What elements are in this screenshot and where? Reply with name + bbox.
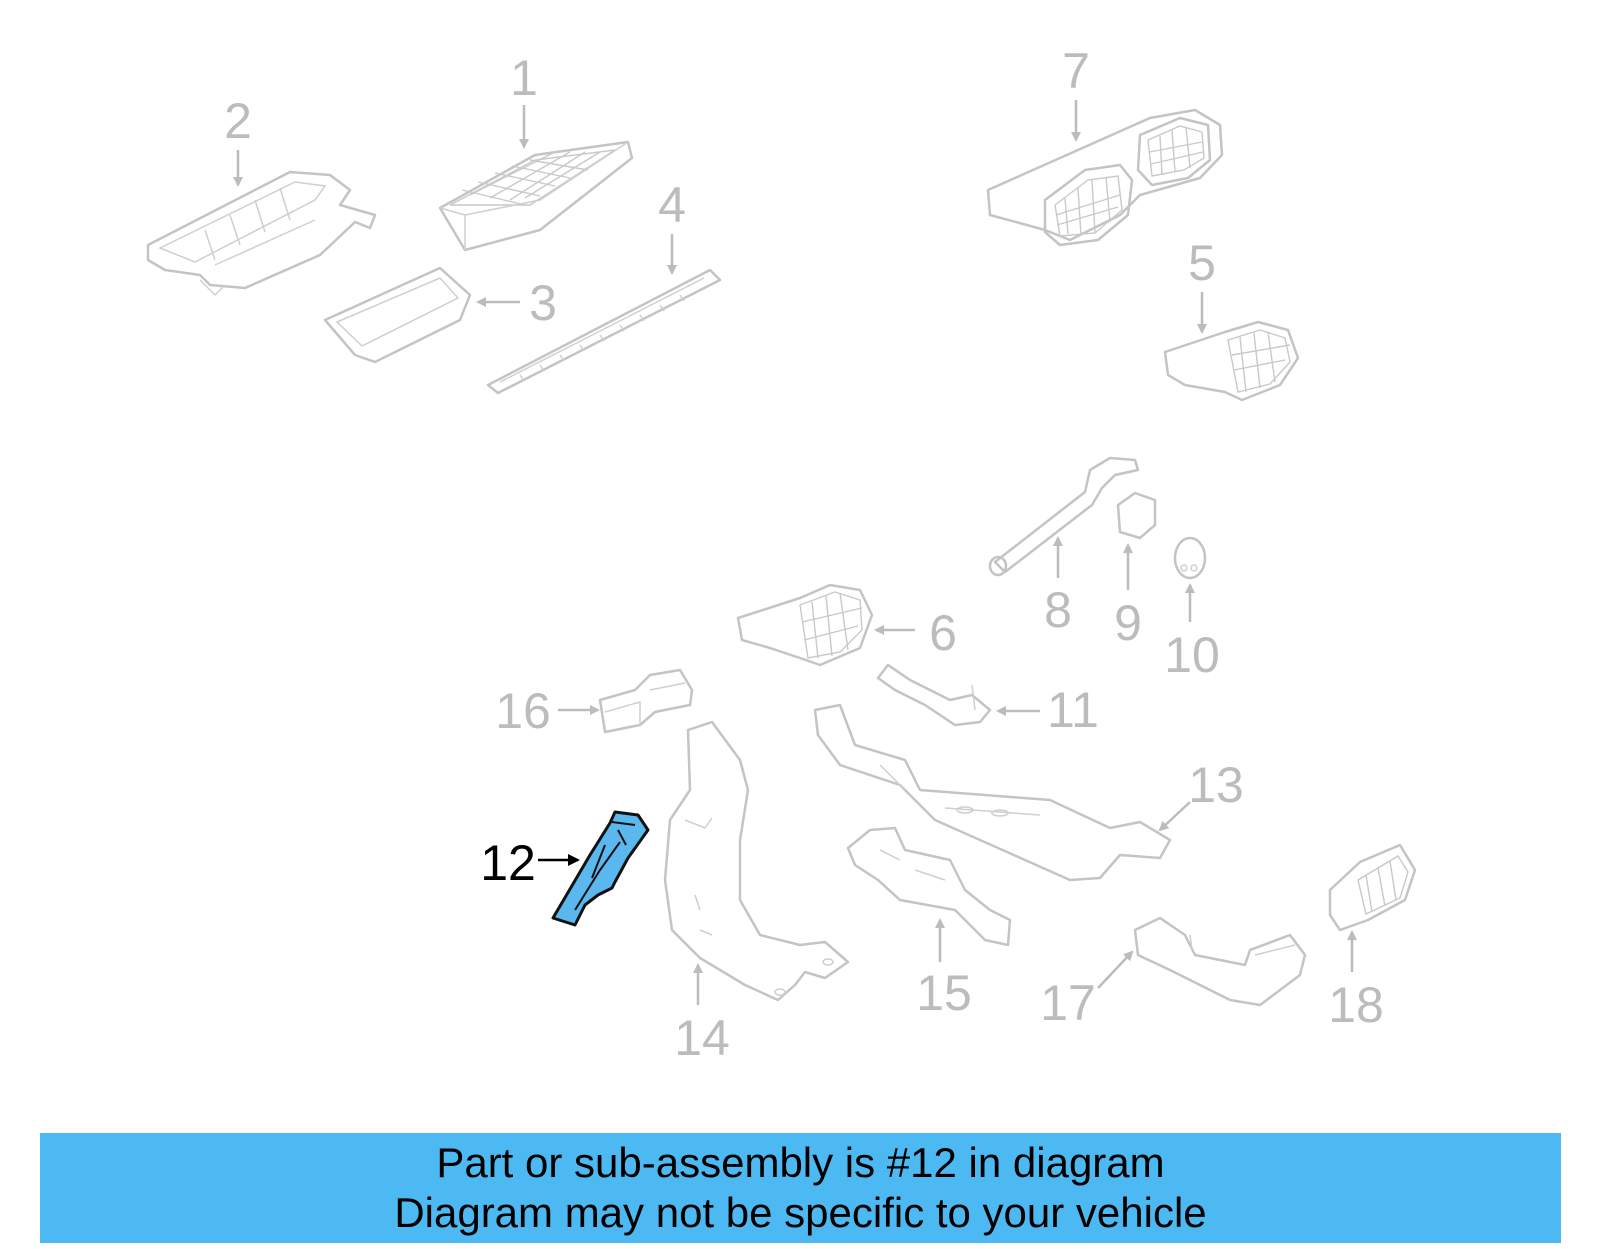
part-1-grille[interactable] <box>438 140 634 252</box>
part-17-duct[interactable] <box>1133 916 1307 1007</box>
callout-8-label[interactable]: 8 <box>1044 582 1072 638</box>
banner-line-disclaimer: Diagram may not be specific to your vehi… <box>394 1189 1207 1236</box>
callout-18-label[interactable]: 18 <box>1328 977 1384 1033</box>
part-12-highlighted-duct[interactable] <box>551 810 650 927</box>
leader-13 <box>1158 801 1191 832</box>
info-banner: Part or sub-assembly is #12 in diagram D… <box>40 1133 1561 1243</box>
leader-17 <box>1097 950 1134 989</box>
part-2-defroster-nozzle[interactable] <box>146 170 377 297</box>
part-9-clip[interactable] <box>1116 491 1157 540</box>
banner-line-part-number: Part or sub-assembly is #12 in diagram <box>436 1139 1165 1186</box>
callout-12-label[interactable]: 12 <box>480 835 536 891</box>
part-3-panel[interactable] <box>323 266 472 364</box>
callout-3-label[interactable]: 3 <box>529 275 557 331</box>
part-8-tube[interactable] <box>988 456 1140 577</box>
callout-5-label[interactable]: 5 <box>1188 235 1216 291</box>
callout-4-label[interactable]: 4 <box>658 177 686 233</box>
part-15-duct[interactable] <box>846 826 1012 947</box>
part-16-connector[interactable] <box>598 668 694 734</box>
callout-9-label[interactable]: 9 <box>1114 595 1142 651</box>
part-11-duct[interactable] <box>876 663 992 727</box>
part-7-center-vents[interactable] <box>986 108 1224 247</box>
part-6-vent[interactable] <box>736 583 874 667</box>
callout-16-label[interactable]: 16 <box>495 683 551 739</box>
part-10-grommet[interactable] <box>1173 536 1207 580</box>
callout-14-label[interactable]: 14 <box>674 1010 730 1066</box>
part-14-floor-duct[interactable] <box>663 720 850 1002</box>
callout-1-label[interactable]: 1 <box>510 50 538 106</box>
part-13-rear-duct[interactable] <box>813 703 1172 882</box>
callout-7-label[interactable]: 7 <box>1062 43 1090 99</box>
callout-2-label[interactable]: 2 <box>224 93 252 149</box>
callout-10-label[interactable]: 10 <box>1164 627 1220 683</box>
callout-11-label[interactable]: 11 <box>1047 682 1099 738</box>
callouts: 2 1 3 4 7 5 6 8 9 10 11 16 13 12 15 14 1 <box>224 43 1384 1066</box>
part-5-side-vent[interactable] <box>1163 320 1300 402</box>
part-18-vent[interactable] <box>1328 843 1417 932</box>
callout-6-label[interactable]: 6 <box>929 605 957 661</box>
callout-13-label[interactable]: 13 <box>1188 757 1244 813</box>
part-4-strip[interactable] <box>486 268 722 395</box>
callout-15-label[interactable]: 15 <box>916 965 972 1021</box>
callout-17-label[interactable]: 17 <box>1040 975 1096 1031</box>
